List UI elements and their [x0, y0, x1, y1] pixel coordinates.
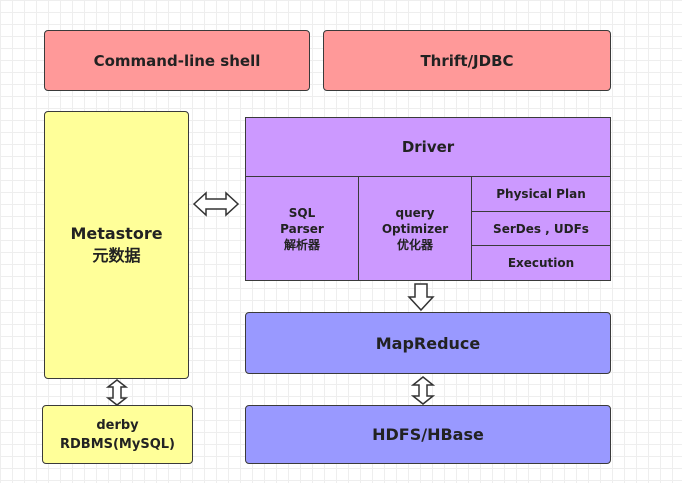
parser-line-3: 解析器: [283, 237, 320, 252]
metastore-storage-box: derby RDBMS(MySQL): [42, 405, 193, 464]
hdfs-hbase-box: HDFS/HBase: [245, 405, 611, 464]
driver-header: Driver: [245, 117, 611, 177]
execution-label: Execution: [507, 256, 575, 270]
command-line-shell-box: Command-line shell: [44, 30, 310, 91]
query-optimizer-cell: query Optimizer 优化器: [358, 176, 472, 281]
mapreduce-label: MapReduce: [375, 333, 481, 353]
metastore-subtitle: 元数据: [92, 246, 141, 265]
serdes-udfs-cell: SerDes , UDFs: [471, 211, 611, 246]
physical-plan-label: Physical Plan: [496, 187, 586, 201]
thrift-jdbc-label: Thrift/JDBC: [420, 51, 514, 70]
metastore-title: Metastore: [70, 224, 163, 243]
driver-title: Driver: [401, 138, 455, 156]
command-line-shell-label: Command-line shell: [93, 51, 261, 70]
parser-line-2: Parser: [280, 221, 324, 236]
hdfs-hbase-label: HDFS/HBase: [372, 425, 484, 444]
driver-mapreduce-arrow-icon: [407, 283, 435, 312]
serdes-udfs-label: SerDes , UDFs: [493, 221, 589, 236]
metastore-storage-arrow-icon: [105, 379, 129, 406]
execution-cell: Execution: [471, 245, 611, 281]
optimizer-line-3: 优化器: [396, 237, 433, 252]
parser-line-1: SQL: [288, 205, 316, 220]
metastore-driver-arrow-icon: [192, 191, 240, 217]
storage-line-1: derby: [96, 417, 139, 433]
physical-plan-cell: Physical Plan: [471, 176, 611, 212]
thrift-jdbc-box: Thrift/JDBC: [323, 30, 611, 91]
optimizer-line-2: Optimizer: [381, 221, 449, 236]
optimizer-line-1: query: [395, 205, 435, 220]
storage-line-2: RDBMS(MySQL): [59, 436, 175, 452]
mapreduce-hdfs-arrow-icon: [411, 376, 435, 405]
metastore-box: Metastore 元数据: [44, 111, 189, 379]
sql-parser-cell: SQL Parser 解析器: [245, 176, 359, 281]
mapreduce-box: MapReduce: [245, 312, 611, 374]
